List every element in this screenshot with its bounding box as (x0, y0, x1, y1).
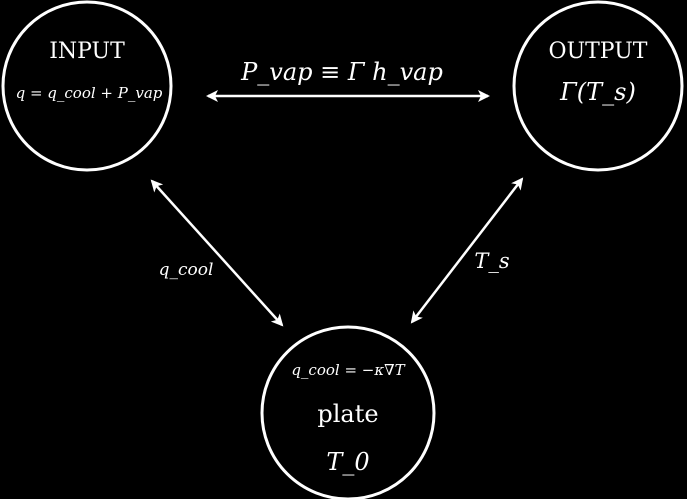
output-plate-label: T_s (474, 249, 510, 273)
output-plate-arrow (410, 177, 524, 324)
input-title: INPUT (49, 39, 125, 64)
plate-equation: q_cool = −κ∇T (291, 361, 405, 379)
plate-title: plate (317, 400, 378, 428)
input-node (1, 0, 173, 172)
input-output-label: P_vap ≡ Γ h_vap (240, 58, 443, 86)
plate-node (260, 325, 436, 499)
input-plate-arrow (150, 179, 284, 327)
output-node (512, 0, 684, 172)
plate-subtitle: T_0 (326, 448, 369, 476)
output-title: OUTPUT (549, 39, 648, 64)
input-equation: q = q_cool + P_vap (16, 84, 163, 102)
input-plate-label: q_cool (159, 260, 214, 280)
output-equation: Γ(T_s) (559, 78, 636, 106)
